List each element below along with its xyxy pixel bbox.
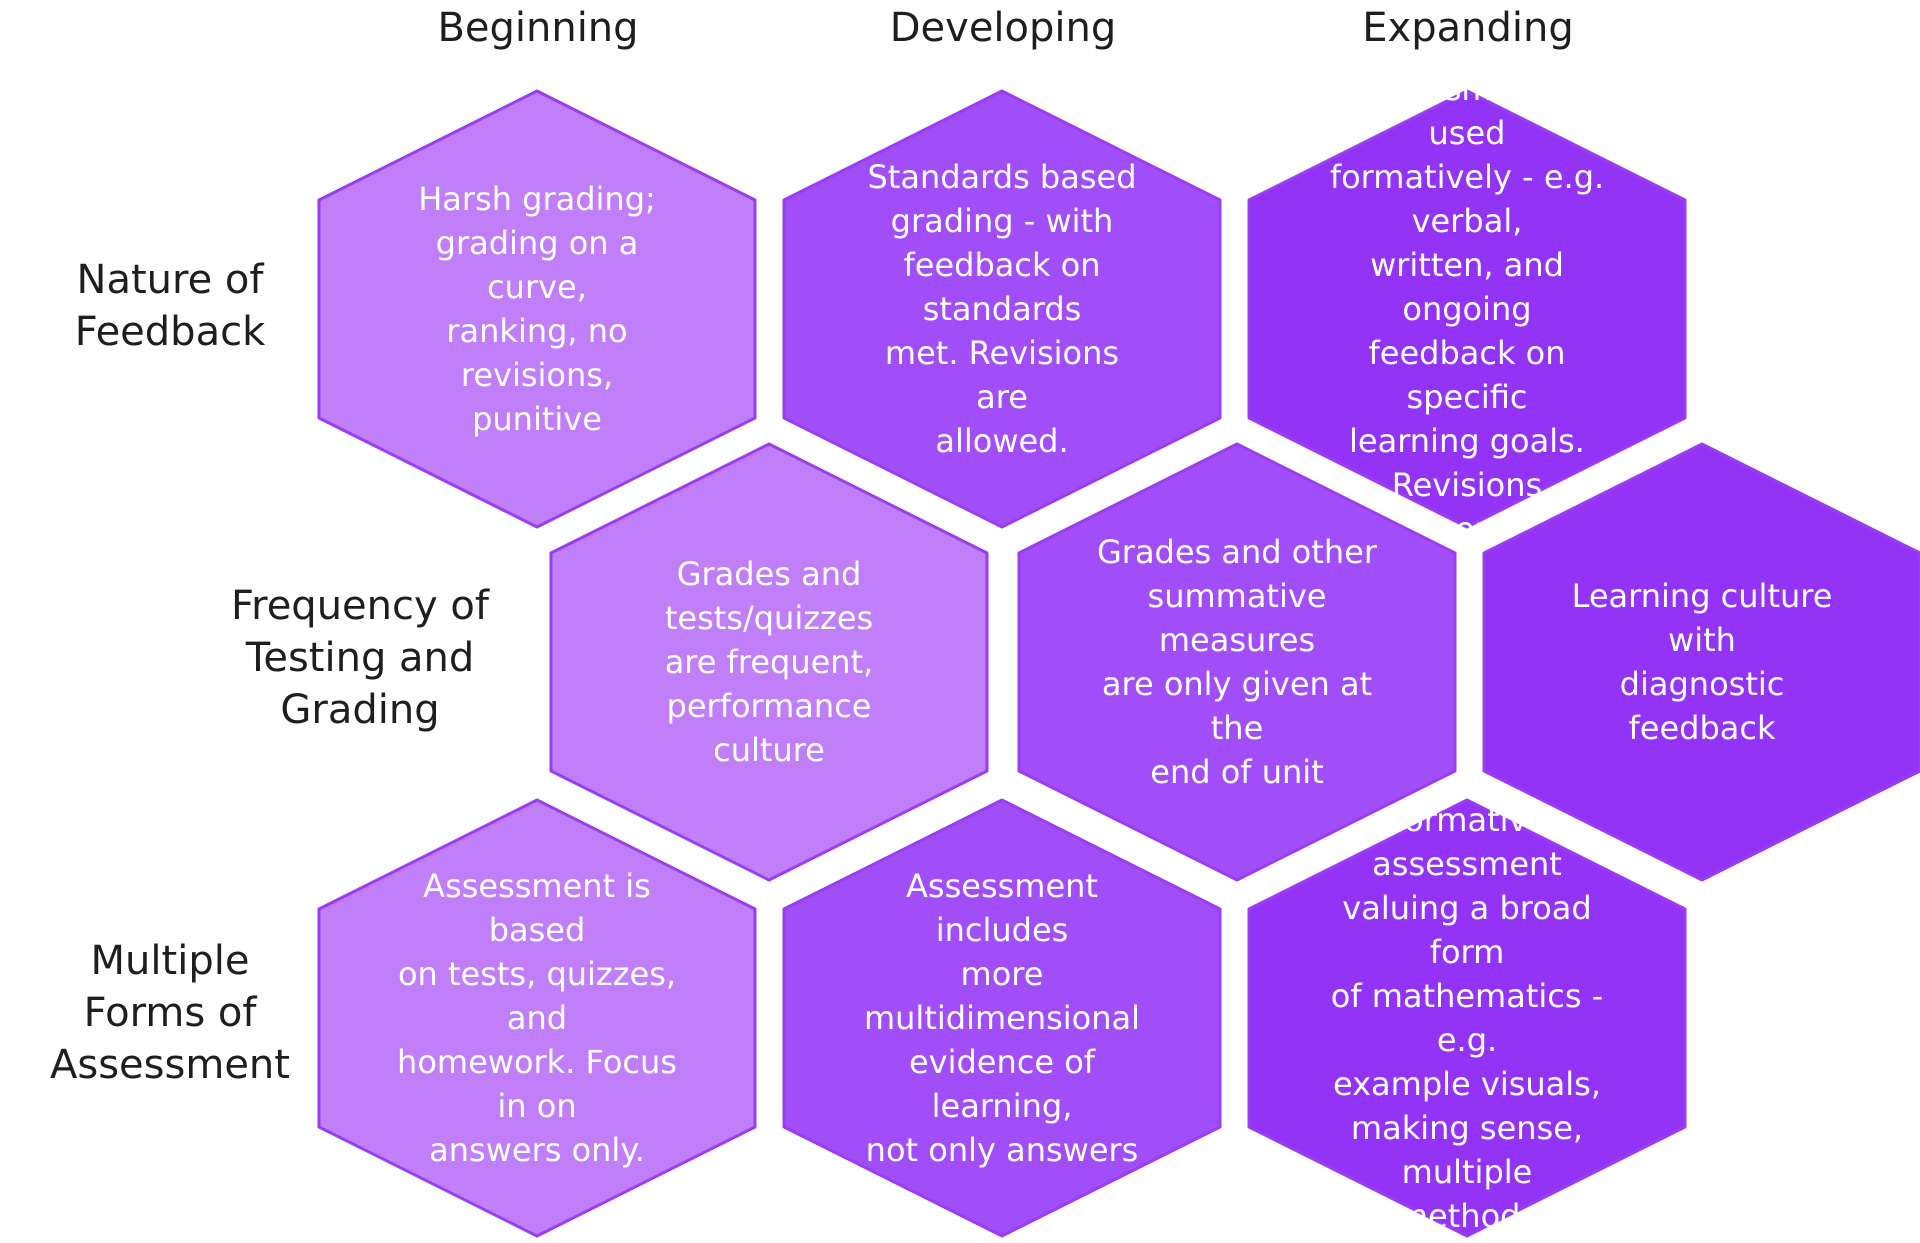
hex-text: Harsh grading; grading on a curve, ranki…: [418, 180, 656, 438]
column-header-developing: Developing: [889, 5, 1117, 51]
hex-text: Grades and tests/quizzes are frequent, p…: [664, 555, 874, 769]
hex-text: Formative assessment valuing a broad for…: [1330, 801, 1604, 1235]
hex-frequency-beginning: Grades and tests/quizzes are frequent, p…: [549, 442, 989, 882]
hex-text: Standards based grading - with feedback …: [867, 158, 1137, 460]
hex-forms-developing: Assessment includes more multidimensiona…: [782, 798, 1222, 1238]
row-label-nature-of-feedback: Nature of Feedback: [74, 257, 266, 355]
hex-feedback-beginning: Harsh grading; grading on a curve, ranki…: [317, 89, 757, 529]
hex-forms-beginning: Assessment is based on tests, quizzes, a…: [317, 798, 757, 1238]
hex-frequency-expanding: Learning culture with diagnostic feedbac…: [1482, 442, 1920, 882]
hex-forms-expanding: Formative assessment valuing a broad for…: [1247, 798, 1687, 1238]
hex-text: Grades and other summative measures are …: [1096, 533, 1378, 791]
column-header-expanding: Expanding: [1362, 5, 1574, 51]
hex-frequency-developing: Grades and other summative measures are …: [1017, 442, 1457, 882]
hex-text: Assessment includes more multidimensiona…: [863, 867, 1141, 1169]
hex-text: Assessment is based on tests, quizzes, a…: [397, 867, 677, 1169]
hex-text: Learning culture with diagnostic feedbac…: [1571, 577, 1833, 747]
row-label-multiple-forms: Multiple Forms of Assessment: [50, 938, 290, 1088]
row-label-frequency-of-testing: Frequency of Testing and Grading: [231, 583, 489, 733]
column-header-beginning: Beginning: [437, 5, 639, 51]
hex-feedback-developing: Standards based grading - with feedback …: [782, 89, 1222, 529]
